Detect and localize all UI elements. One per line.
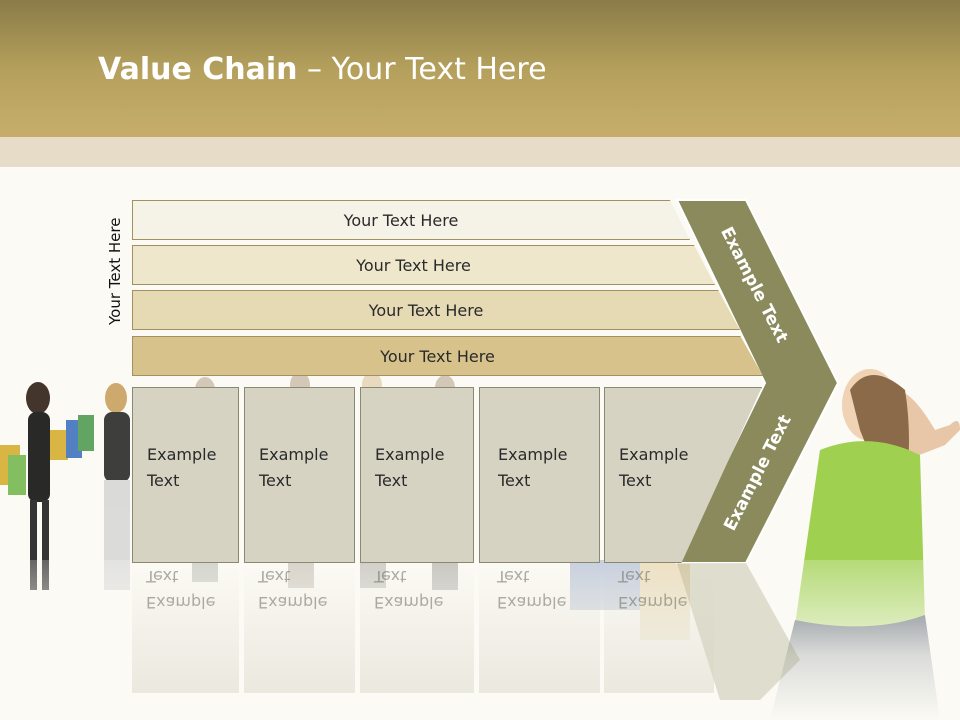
chevron-arrow-reflection	[677, 563, 800, 700]
reflection-block-1-line1: Example	[146, 593, 216, 612]
bar-1: Your Text Here	[132, 200, 690, 240]
reflection-block-2-line1: Example	[258, 593, 328, 612]
blocks-reflection: Example Text Example Text Example Text Exam…	[0, 563, 960, 693]
block-1-line2: Text	[147, 471, 180, 490]
reflection-block-2: Example Text	[244, 563, 355, 693]
reflection-block-4: Example Text	[479, 563, 600, 693]
photo-fade	[0, 560, 960, 720]
bar-3-label: Your Text Here	[368, 300, 484, 320]
bar-2: Your Text Here	[132, 245, 715, 285]
header-band	[0, 137, 960, 167]
block-3-line1: Example	[375, 445, 445, 464]
reflection-block-1-line2: Text	[146, 567, 179, 586]
chevron-arrow-shape	[675, 199, 840, 564]
bar-2-label: Your Text Here	[356, 255, 471, 275]
slide-title-rest: – Your Text Here	[297, 52, 547, 87]
slide-title-bold: Value Chain	[98, 52, 298, 87]
reflection-block-3-line1: Example	[374, 593, 444, 612]
bar-4: Your Text Here	[132, 336, 763, 376]
reflection-block-5-line1: Example	[618, 593, 688, 612]
reflection-block-1: Example Text	[132, 563, 239, 693]
reflection-block-3-line2: Text	[374, 567, 407, 586]
block-3-line2: Text	[375, 471, 408, 490]
reflection-block-3: Example Text	[360, 563, 474, 693]
block-5-line2: Text	[619, 471, 652, 490]
bar-3: Your Text Here	[132, 290, 740, 330]
block-2-line2: Text	[259, 471, 292, 490]
block-4-line1: Example	[498, 445, 568, 464]
reflection-block-2-line2: Text	[258, 567, 291, 586]
block-1-line1: Example	[147, 445, 217, 464]
block-4-line2: Text	[498, 471, 531, 490]
reflection-block-5: Example Text	[604, 563, 714, 693]
reflection-block-5-line2: Text	[618, 567, 651, 586]
header-banner	[0, 0, 960, 137]
block-2-line1: Example	[259, 445, 329, 464]
block-5-line1: Example	[619, 445, 689, 464]
reflection-block-4-line2: Text	[497, 567, 530, 586]
slide-title: Value Chain – Your Text Here	[98, 52, 547, 96]
reflection-block-4-line1: Example	[497, 593, 567, 612]
bar-1-label: Your Text Here	[343, 210, 459, 230]
bar-4-label: Your Text Here	[380, 346, 495, 366]
